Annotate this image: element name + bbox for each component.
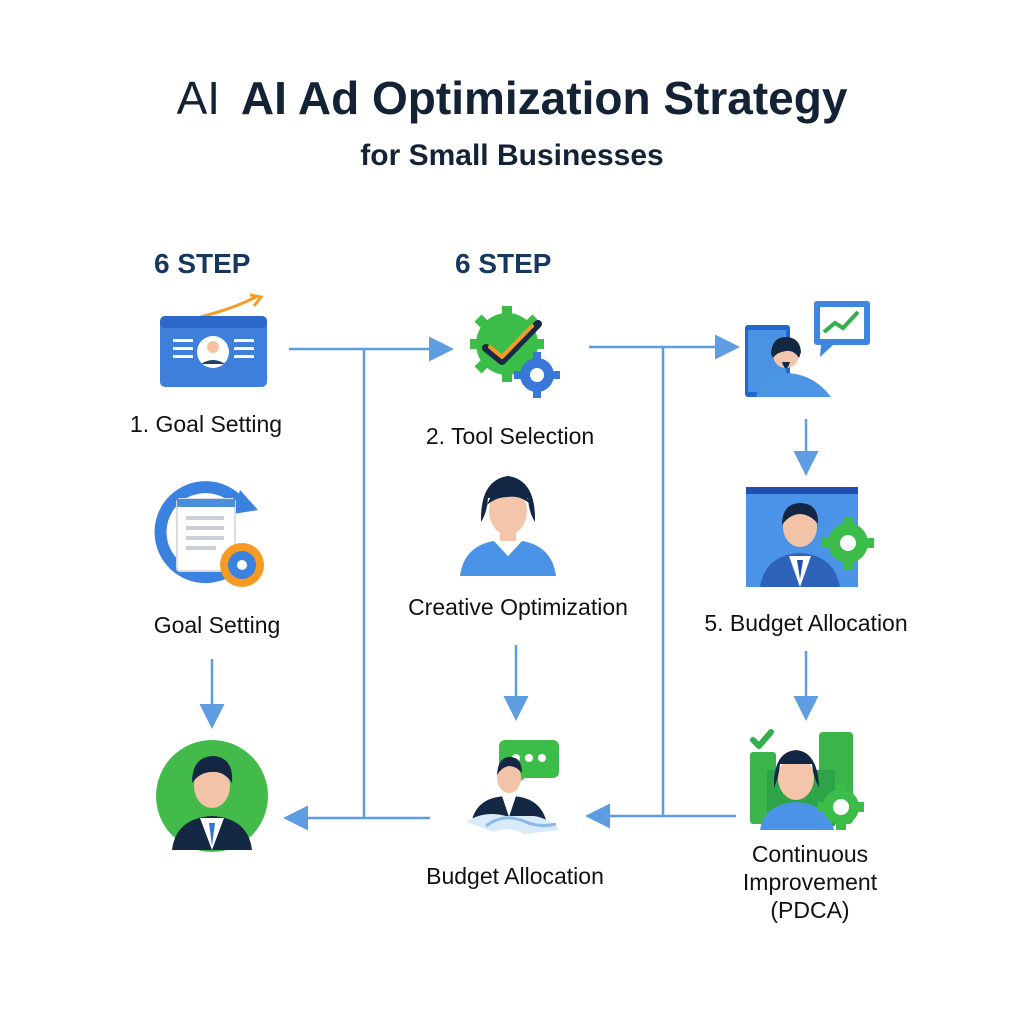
tool-selection-label: 2. Tool Selection <box>425 423 595 449</box>
page-subtitle: for Small Businesses <box>360 139 664 172</box>
budget-allocation-label: Budget Allocation <box>426 863 604 889</box>
continuous-improvement-label: Continuous Improvement (PDCA) <box>720 840 900 924</box>
id-card-trend-icon <box>160 293 267 387</box>
budget-allocation-5-label: 5. Budget Allocation <box>704 610 908 636</box>
page-title: AI AI Ad Optimization Strategy <box>0 68 1024 128</box>
gear-check-icon <box>470 306 560 398</box>
goal-setting-1-label: 1. Goal Setting <box>129 411 283 437</box>
continuous-label-line-2: Improvement <box>742 869 878 895</box>
step-heading-middle: 6 STEP <box>455 248 552 279</box>
monitor-person-gear-icon <box>746 487 874 587</box>
tablet-chart-person-icon <box>745 301 870 397</box>
creative-optimization-label: Creative Optimization <box>408 594 628 620</box>
title-prefix: AI <box>176 72 221 124</box>
businessman-circle-icon <box>156 740 268 852</box>
continuous-label-line-1: Continuous <box>751 841 869 867</box>
continuous-label-line-3: (PDCA) <box>770 897 850 923</box>
woman-profile-icon <box>460 476 556 576</box>
person-gear-growth-icon <box>750 729 864 830</box>
step-heading-left: 6 STEP <box>154 248 251 279</box>
handshake-chat-icon <box>466 740 560 834</box>
goal-setting-2-label: Goal Setting <box>153 612 281 638</box>
document-refresh-icon <box>154 481 264 587</box>
title-main: AI Ad Optimization Strategy <box>240 72 848 124</box>
